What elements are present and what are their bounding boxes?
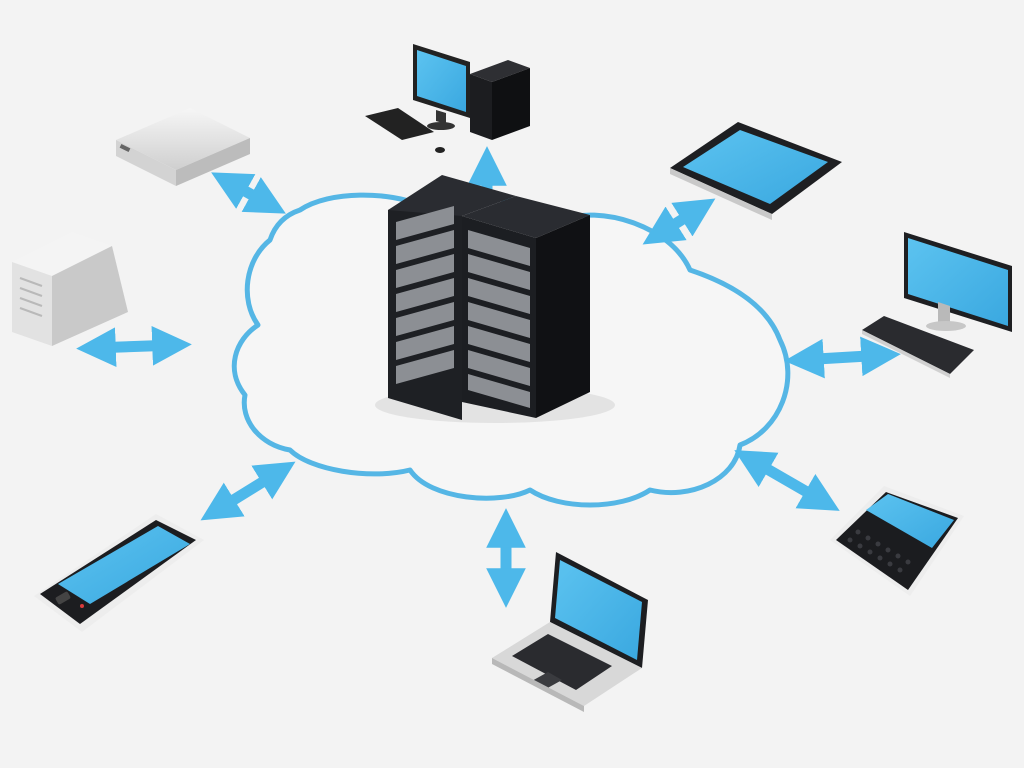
arrow-tablet <box>642 198 716 245</box>
arrow-smartphone <box>200 461 296 521</box>
arrow-qwerty-phone <box>734 450 840 511</box>
smartphone-icon <box>34 514 204 632</box>
monitor-icon <box>862 232 1012 378</box>
arrow-external-drive <box>76 326 192 367</box>
tablet-icon <box>670 122 842 220</box>
laptop-icon <box>492 552 648 712</box>
network-appliance-icon <box>116 108 250 186</box>
external-drive-icon <box>12 232 128 346</box>
arrow-monitor <box>784 336 901 379</box>
server-rack-icon <box>375 175 615 423</box>
arrow-network-appliance <box>211 172 286 214</box>
connection-arrows <box>76 146 901 608</box>
qwerty-phone-icon <box>830 486 964 596</box>
desktop-computer-icon <box>365 44 530 153</box>
